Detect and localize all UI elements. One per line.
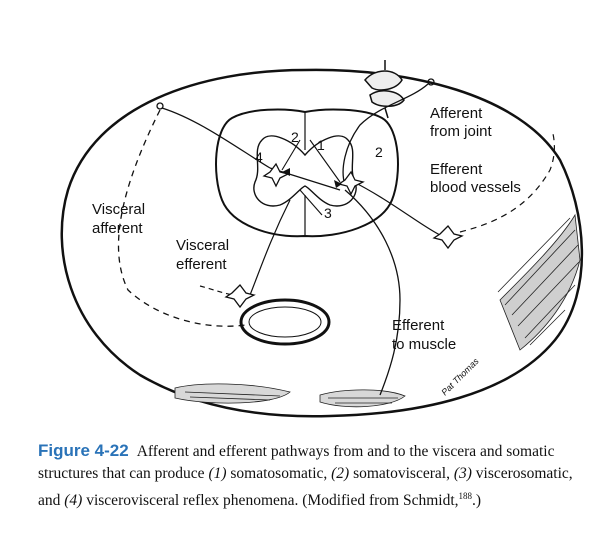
pathway-number-2-left: 2 bbox=[291, 129, 299, 145]
joint-icon bbox=[364, 60, 405, 119]
label-efferent-muscle: Efferent bbox=[392, 317, 445, 334]
figure-label: Figure 4-22 bbox=[38, 441, 129, 460]
artist-signature: Pat Thomas bbox=[439, 356, 481, 398]
label-efferent-muscle-2: to muscle bbox=[392, 336, 456, 353]
label-visceral-efferent-2: efferent bbox=[176, 256, 227, 273]
viscus bbox=[239, 298, 331, 346]
ganglion-visceral bbox=[224, 284, 256, 309]
neuron-right bbox=[337, 170, 365, 196]
diagram: Pat Thomas Afferent from joint Efferent … bbox=[60, 60, 584, 418]
pathway-number-1: 1 bbox=[317, 137, 325, 153]
ganglion-blood-vessel bbox=[432, 225, 464, 250]
label-efferent-blood: Efferent bbox=[430, 161, 483, 178]
label-visceral-efferent: Visceral bbox=[176, 237, 229, 254]
pathway-number-3: 3 bbox=[324, 205, 332, 221]
neuron-left bbox=[262, 162, 290, 188]
muscle-left bbox=[174, 383, 406, 408]
grey-matter bbox=[253, 135, 357, 207]
spinal-cord-cross-section: Pat Thomas Afferent from joint Efferent … bbox=[60, 60, 584, 418]
muscle-right bbox=[497, 213, 581, 351]
label-visceral-afferent: Visceral bbox=[92, 201, 145, 218]
label-afferent-joint: Afferent bbox=[430, 105, 483, 122]
label-visceral-afferent-2: afferent bbox=[92, 220, 143, 237]
label-afferent-joint-2: from joint bbox=[430, 123, 493, 140]
label-efferent-blood-2: blood vessels bbox=[430, 179, 521, 196]
pathway-number-4: 4 bbox=[255, 149, 263, 165]
body-outline bbox=[60, 68, 584, 418]
pathway-number-2-right: 2 bbox=[375, 144, 383, 160]
